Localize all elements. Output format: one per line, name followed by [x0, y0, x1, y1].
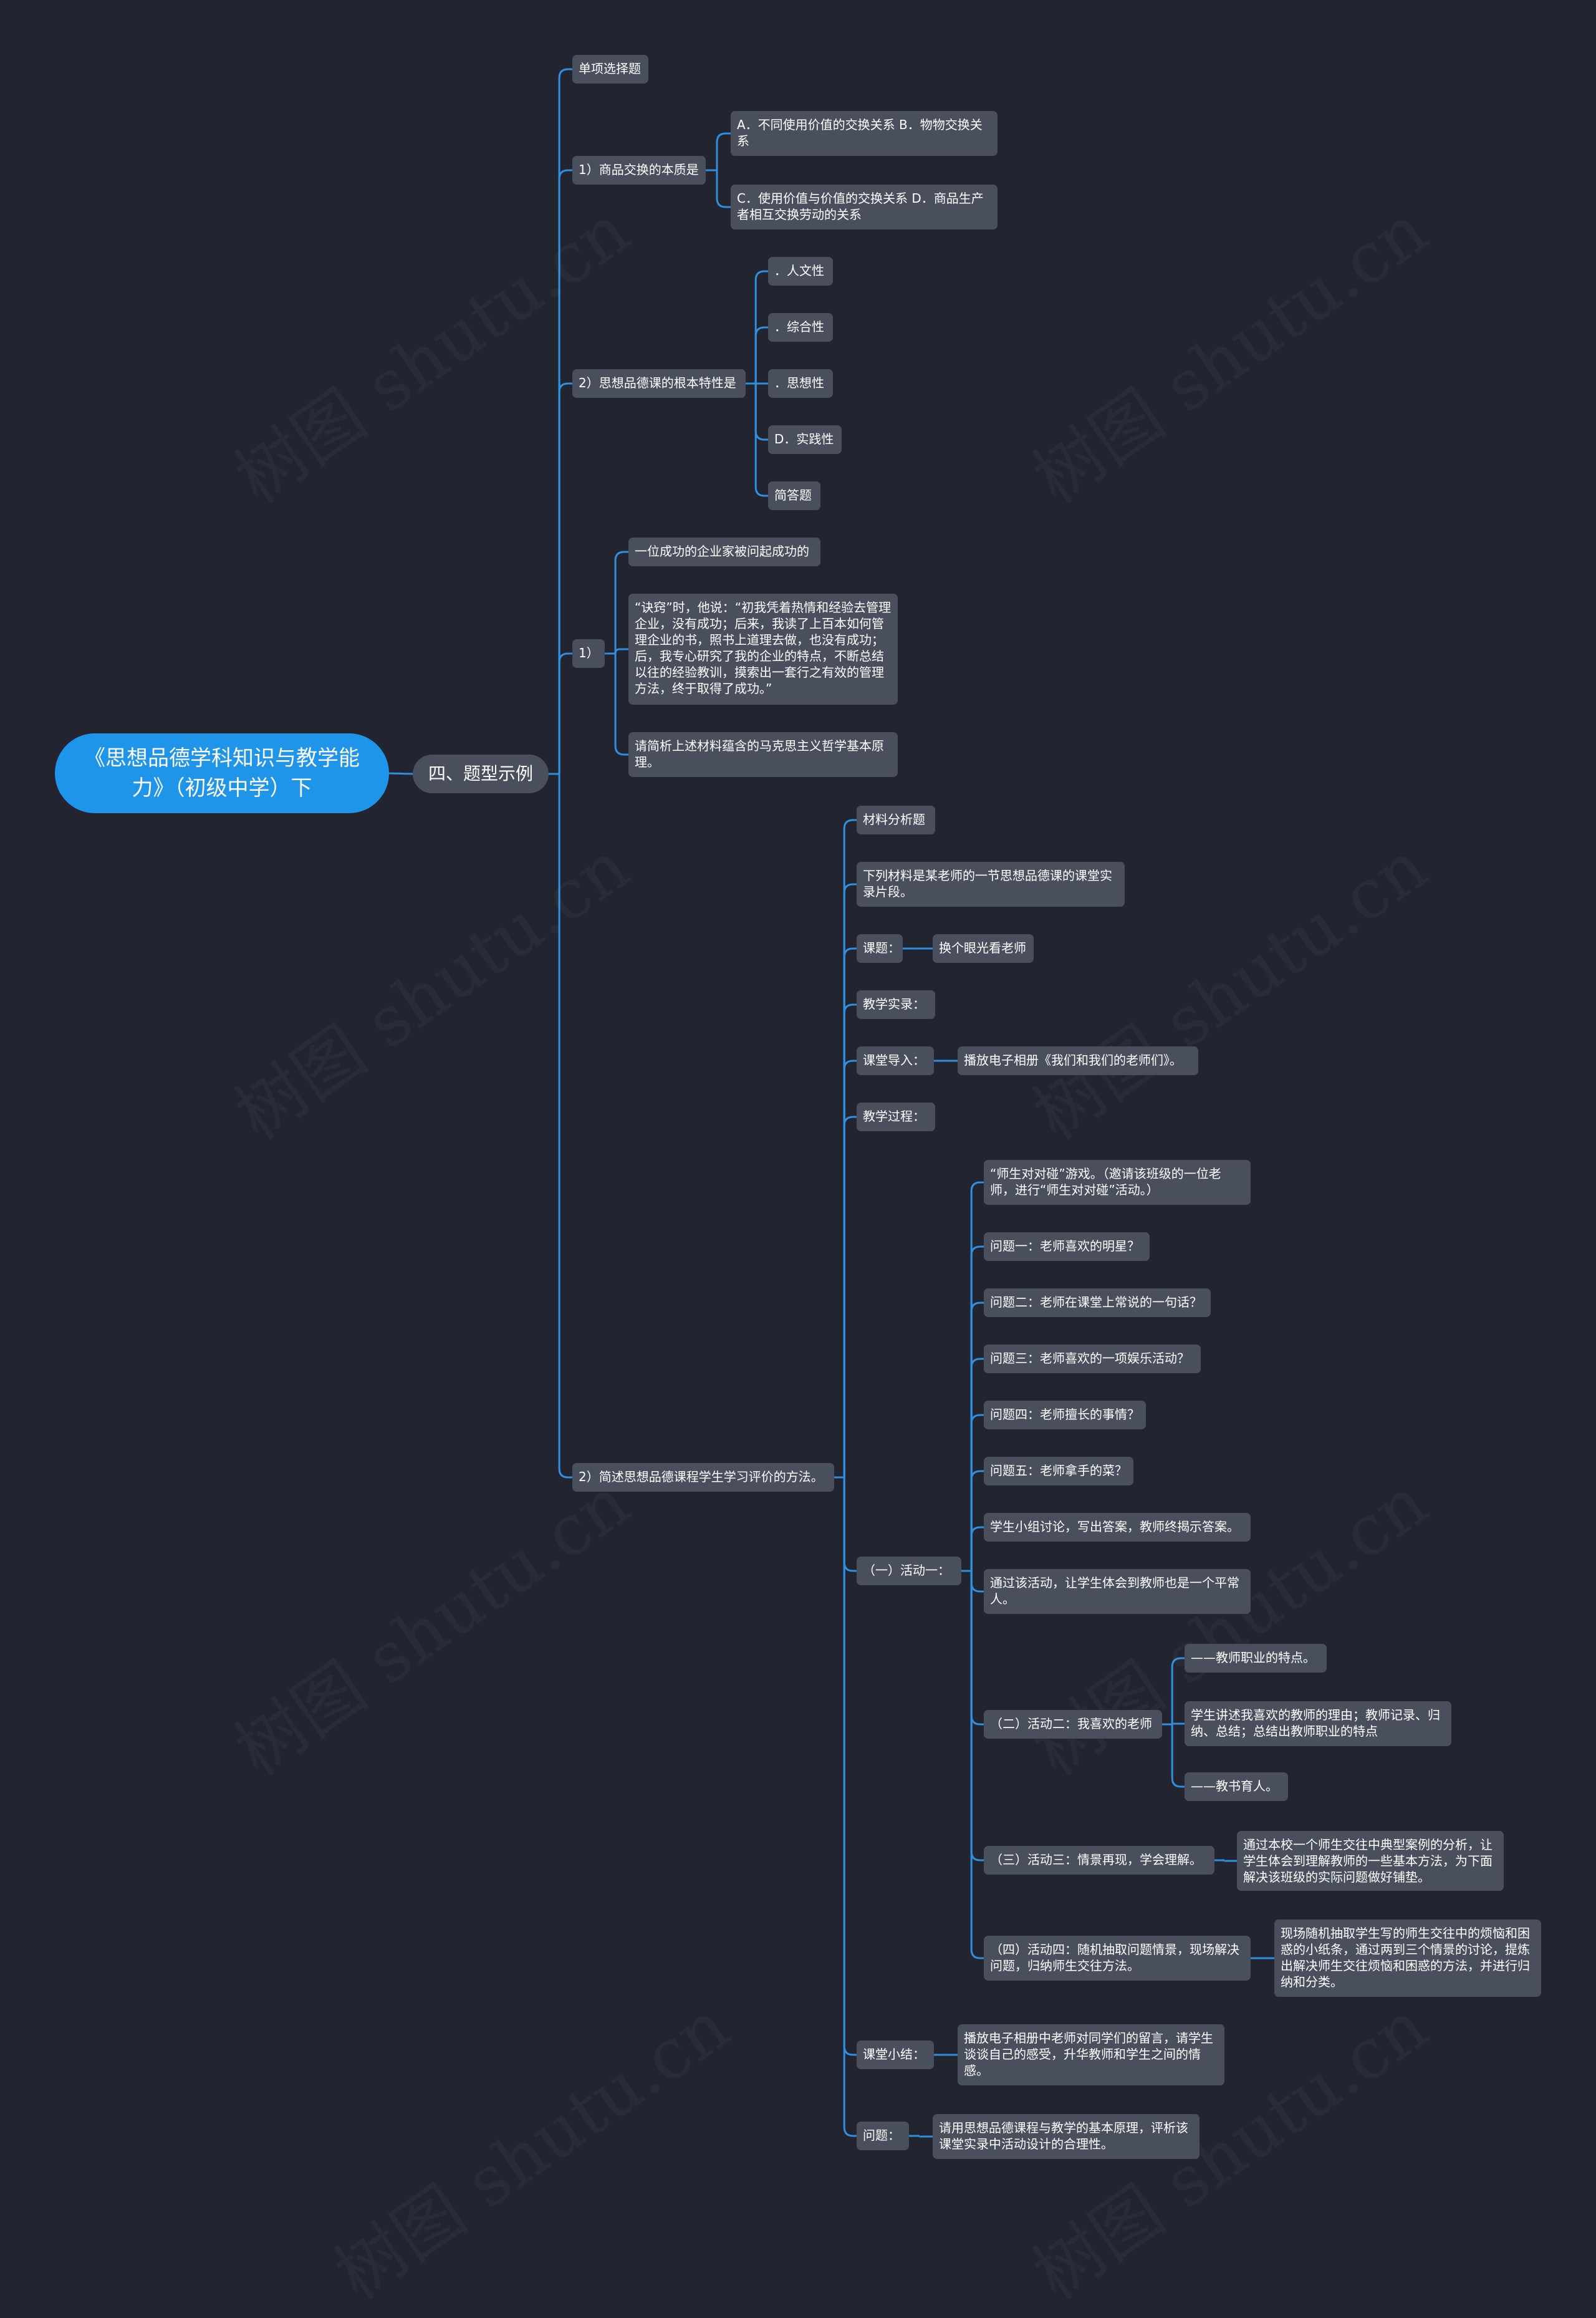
connector-branch	[843, 1477, 857, 1572]
connector-branch	[970, 1571, 984, 1726]
connector-branch	[754, 326, 768, 384]
connector-branch	[614, 648, 628, 654]
option-c-d[interactable]: C．使用价值与价值的交换关系 D．商品生产者相互交换劳动的关系	[731, 185, 998, 229]
watermark-3: 树图 shutu.cn	[213, 813, 645, 1158]
connector-branch	[843, 947, 857, 1477]
activity-2-teach-and-educate[interactable]: ——教书育人。	[1185, 1772, 1288, 1801]
teaching-record-label[interactable]: 教学实录：	[857, 990, 935, 1019]
connector-branch	[614, 551, 628, 654]
connector-branch	[558, 774, 572, 1479]
connector-branch	[970, 1571, 984, 1593]
connector-branch	[843, 883, 857, 1477]
lesson-summary-value[interactable]: 播放电子相册中老师对同学们的留言，请学生谈谈自己的感受，升华教师和学生之间的情感…	[958, 2024, 1224, 2085]
connector-branch	[558, 652, 572, 774]
connector-branch	[970, 1181, 984, 1571]
material-intro[interactable]: 下列材料是某老师的一节思想品德课的课堂实录片段。	[857, 862, 1125, 907]
connector-branch	[970, 1526, 984, 1571]
connector-root-section	[388, 772, 413, 775]
connector-branch	[970, 1571, 984, 1959]
activity-1-takeaway[interactable]: 通过该活动，让学生体会到教师也是一个平常人。	[984, 1569, 1251, 1614]
lesson-title-value[interactable]: 换个眼光看老师	[933, 934, 1034, 963]
question-label[interactable]: 问题：	[857, 2122, 909, 2150]
connector-branch	[970, 1245, 984, 1571]
option-practical[interactable]: D．实践性	[768, 425, 842, 454]
connector-branch	[716, 132, 731, 170]
connector-branch	[843, 1477, 857, 2056]
watermark-2: 树图 shutu.cn	[1011, 177, 1443, 522]
connector-branch	[1171, 1724, 1185, 1788]
connector-branch	[558, 68, 572, 774]
section-topic[interactable]: 四、题型示例	[413, 755, 549, 793]
connector-branch	[716, 170, 731, 208]
material-analysis-heading[interactable]: 材料分析题	[857, 806, 935, 834]
short-answer-heading[interactable]: 简答题	[768, 481, 820, 510]
activity-3[interactable]: （三）活动三：情景再现，学会理解。	[984, 1846, 1214, 1875]
short-answer-1[interactable]: 1）	[572, 639, 605, 668]
option-comprehensive[interactable]: ．综合性	[768, 313, 833, 342]
connector-branch	[754, 384, 768, 497]
lesson-intro-label[interactable]: 课堂导入：	[857, 1046, 934, 1075]
question-1-commodity-exchange[interactable]: 1）商品交换的本质是	[572, 156, 706, 185]
activity-1-question-3[interactable]: 问题三：老师喜欢的一项娱乐活动？	[984, 1345, 1201, 1373]
connector-branch	[843, 1060, 857, 1477]
activity-1-question-5[interactable]: 问题五：老师拿手的菜？	[984, 1457, 1133, 1485]
activity-2[interactable]: （二）活动二：我喜欢的老师	[984, 1710, 1162, 1739]
activity-4[interactable]: （四）活动四：随机抽取问题情景，现场解决问题，归纳师生交往方法。	[984, 1936, 1251, 1981]
activity-4-description[interactable]: 现场随机抽取学生写的师生交往中的烦恼和困惑的小纸条，通过两到三个情景的讨论，提炼…	[1274, 1920, 1541, 1997]
option-humanistic[interactable]: ．人文性	[768, 257, 833, 286]
entrepreneur-quote[interactable]: “诀窍”时，他说：“初我凭着热情和经验去管理企业，没有成功；后来，我读了上百本如…	[628, 594, 898, 705]
activity-1-discussion[interactable]: 学生小组讨论，写出答案，教师终揭示答案。	[984, 1513, 1251, 1542]
connector-branch	[843, 1003, 857, 1477]
philosophy-analysis-question[interactable]: 请简析上述材料蕴含的马克思主义哲学基本原理。	[628, 732, 898, 777]
connector-branch	[558, 169, 572, 774]
connector-branch	[970, 1414, 984, 1571]
watermark-5: 树图 shutu.cn	[213, 1449, 645, 1794]
connector-branch	[1223, 1860, 1237, 1862]
connector-branch	[970, 1571, 984, 1862]
connector-branch	[614, 654, 628, 756]
single-choice-heading[interactable]: 单项选择题	[572, 55, 648, 84]
connector-branch	[970, 1470, 984, 1571]
question-2-fundamental-nature[interactable]: 2）思想品德课的根本特性是	[572, 369, 746, 398]
question-value[interactable]: 请用思想品德课程与教学的基本原理，评析该课堂实录中活动设计的合理性。	[933, 2114, 1199, 2159]
connector-branch	[843, 1477, 857, 2137]
activity-2-student-reasons[interactable]: 学生讲述我喜欢的教师的理由；教师记录、归纳、总结；总结出教师职业的特点	[1185, 1701, 1451, 1746]
connector-branch	[918, 2135, 933, 2138]
lesson-title-label[interactable]: 课题：	[857, 934, 903, 963]
activity-1-question-2[interactable]: 问题二：老师在课堂上常说的一句话？	[984, 1288, 1211, 1317]
option-a-b[interactable]: A．不同使用价值的交换关系 B．物物交换关系	[731, 111, 998, 156]
connector-branch	[970, 1358, 984, 1571]
connector-branch	[754, 270, 768, 384]
watermark-7: 树图 shutu.cn	[312, 1973, 745, 2318]
activity-1-question-1[interactable]: 问题一：老师喜欢的明星？	[984, 1232, 1150, 1261]
activity-1[interactable]: （一）活动一：	[857, 1557, 961, 1585]
activity-3-description[interactable]: 通过本校一个师生交往中典型案例的分析，让学生体会到理解教师的一些基本方法，为下面…	[1237, 1831, 1504, 1891]
activity-1-question-4[interactable]: 问题四：老师擅长的事情？	[984, 1401, 1146, 1429]
root-topic[interactable]: 《思想品德学科知识与教学能力》（初级中学）下	[55, 733, 389, 813]
connector-branch	[558, 382, 572, 774]
connector-branch	[754, 384, 768, 441]
lesson-summary-label[interactable]: 课堂小结：	[857, 2040, 934, 2069]
entrepreneur-intro[interactable]: 一位成功的企业家被问起成功的	[628, 538, 820, 566]
option-ideological[interactable]: ．思想性	[768, 369, 833, 398]
connector-branch	[1171, 1657, 1185, 1724]
connector-branch	[970, 1301, 984, 1571]
connector-branch	[843, 1116, 857, 1477]
connector-branch	[843, 819, 857, 1477]
teaching-process-label[interactable]: 教学过程：	[857, 1103, 935, 1131]
activity-1-game[interactable]: “师生对对碰”游戏。（邀请该班级的一位老师，进行“师生对对碰”活动。）	[984, 1160, 1251, 1205]
activity-2-teacher-traits[interactable]: ——教师职业的特点。	[1185, 1644, 1327, 1673]
short-answer-2-evaluation[interactable]: 2）简述思想品德课程学生学习评价的方法。	[572, 1463, 834, 1492]
watermark-1: 树图 shutu.cn	[213, 177, 645, 522]
lesson-intro-value[interactable]: 播放电子相册《我们和我们的老师们》。	[958, 1046, 1198, 1075]
